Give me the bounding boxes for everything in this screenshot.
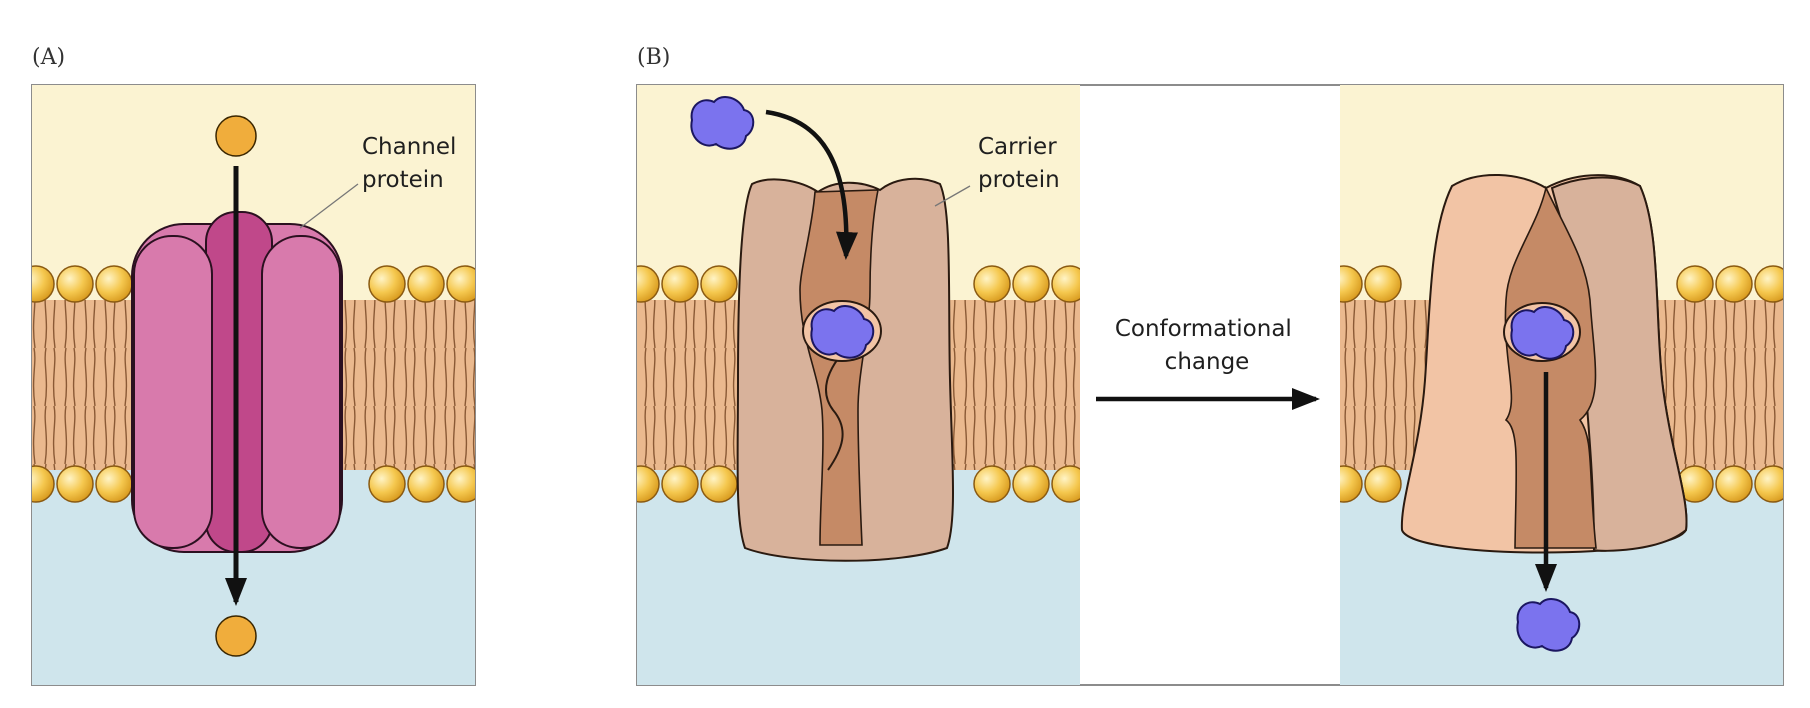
lipid-heads: [1340, 265, 1783, 503]
panel-a-label: (A): [32, 45, 65, 70]
lipid-head: [407, 265, 445, 303]
channel-leader-line: [299, 183, 359, 229]
lipid-head: [407, 465, 445, 503]
lipid-head: [1754, 265, 1783, 303]
lipid-head: [368, 465, 406, 503]
conformational-change-label: Conformational change: [1115, 316, 1299, 375]
lipid-head: [1715, 465, 1753, 503]
lipid-head: [1754, 465, 1783, 503]
lipid-head: [700, 265, 738, 303]
lipid-head: [95, 465, 133, 503]
lipid-head: [446, 465, 475, 503]
lipid-head: [368, 265, 406, 303]
lipid-head: [1051, 265, 1080, 303]
lipid-head: [1364, 465, 1402, 503]
lipid-head: [637, 265, 660, 303]
lipid-head: [1012, 265, 1050, 303]
ligand-inside: [1516, 597, 1581, 652]
carrier-leader-line: [934, 185, 971, 207]
lipid-head: [637, 465, 660, 503]
lipid-heads: [32, 265, 475, 503]
ligand-outside: [690, 95, 755, 150]
transition-gap: [1080, 86, 1340, 684]
lipid-head: [1364, 265, 1402, 303]
lipid-head: [95, 265, 133, 303]
lipid-head: [1715, 265, 1753, 303]
lipid-head: [1340, 265, 1363, 303]
lipid-head: [32, 465, 55, 503]
channel-protein-label: Channel protein: [362, 134, 464, 193]
lipid-head: [661, 265, 699, 303]
ligand-bound-outward: [810, 304, 875, 359]
lipid-head: [661, 465, 699, 503]
lipid-head: [1340, 465, 1363, 503]
lipid-head: [1012, 465, 1050, 503]
solute-inside: [215, 615, 257, 657]
lipid-head: [1051, 465, 1080, 503]
carrier-protein-label: Carrier protein: [978, 134, 1064, 193]
solute-outside: [215, 115, 257, 157]
carrier-protein-inward: [1400, 173, 1688, 554]
panel-b-label: (B): [637, 45, 670, 70]
carrier-protein-outward: [736, 177, 955, 562]
ligand-entry-arrow: [765, 109, 858, 260]
lipid-head: [32, 265, 55, 303]
ligand-bound-inward: [1510, 305, 1575, 360]
lipid-head: [446, 265, 475, 303]
lipid-head: [973, 465, 1011, 503]
lipid-head: [1676, 265, 1714, 303]
lipid-head: [973, 265, 1011, 303]
lipid-head: [56, 265, 94, 303]
lipid-head: [56, 465, 94, 503]
lipid-heads: [637, 265, 1080, 503]
lipid-head: [700, 465, 738, 503]
